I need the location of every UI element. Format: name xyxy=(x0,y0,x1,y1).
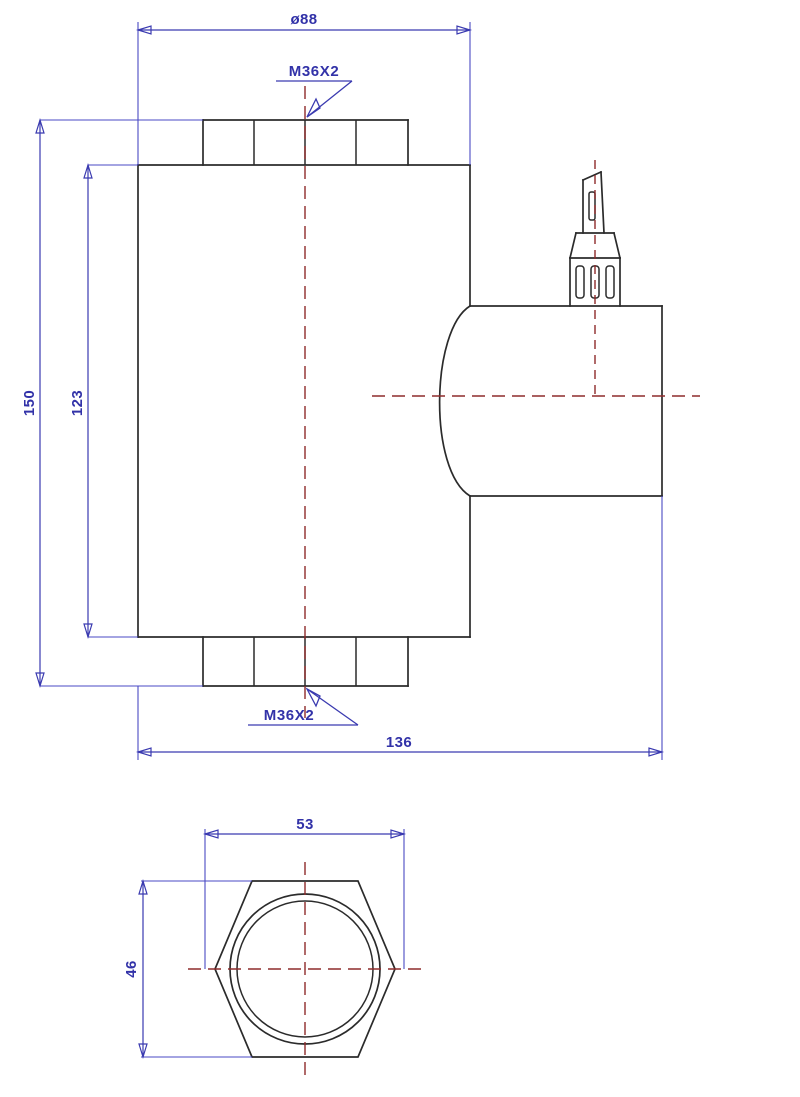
stem-right-edge xyxy=(600,171,605,234)
main-body-outline xyxy=(137,164,471,638)
taper-right-edge xyxy=(612,231,622,260)
dim-label-diameter-88: ø88 xyxy=(290,11,317,28)
bottom-hex-end-view: 53 46 xyxy=(123,816,422,1082)
dim-label-height-150: 150 xyxy=(21,390,38,416)
stem-slot xyxy=(588,191,596,221)
centerlines-front-view xyxy=(304,86,700,718)
dim136-arrow-right xyxy=(648,747,665,757)
dim-label-hex-width-53: 53 xyxy=(296,816,314,833)
dim88-arrow-right xyxy=(456,25,473,35)
taper-left-edge xyxy=(568,231,578,260)
valve-nipple-assembly xyxy=(568,170,622,307)
note-thread-bottom: M36X2 xyxy=(248,687,359,726)
dim-label-height-123: 123 xyxy=(69,390,86,416)
dim-label-hex-height-46: 46 xyxy=(123,960,140,978)
note-top-arrowhead xyxy=(306,97,321,118)
dim-diameter-88: ø88 xyxy=(135,11,473,165)
dim150-arrow-bottom xyxy=(35,672,45,689)
dim-width-136: 136 xyxy=(135,496,665,760)
dim46-arrow-top xyxy=(138,878,148,895)
dim-height-150: 150 xyxy=(21,117,203,689)
note-label-thread-top: M36X2 xyxy=(289,63,340,80)
dim53-arrow-right xyxy=(390,829,407,839)
note-bottom-arrowhead xyxy=(305,687,321,708)
dim-label-width-136: 136 xyxy=(386,734,412,751)
branch-fillet-arc xyxy=(438,304,472,498)
note-thread-top: M36X2 xyxy=(276,63,353,118)
front-section-view: ø88 150 123 xyxy=(21,11,700,760)
note-top-leader xyxy=(306,80,353,118)
collar-slot-1 xyxy=(575,265,585,299)
dim136-arrow-left xyxy=(135,747,152,757)
dim-height-123: 123 xyxy=(69,162,138,640)
dim53-arrow-left xyxy=(202,829,219,839)
dim123-arrow-bottom xyxy=(83,623,93,640)
collar-slot-3 xyxy=(605,265,615,299)
side-branch-outline xyxy=(438,304,663,498)
dim88-arrow-left xyxy=(135,25,152,35)
dim-hex-height-46: 46 xyxy=(123,878,252,1060)
stem-top-chamfer xyxy=(581,170,603,182)
dim150-arrow-top xyxy=(35,117,45,134)
dim-hex-width-53: 53 xyxy=(202,816,407,969)
dim123-arrow-top xyxy=(83,162,93,179)
note-label-thread-bottom: M36X2 xyxy=(264,707,315,724)
note-bottom-leader xyxy=(306,688,359,726)
dim46-arrow-bottom xyxy=(138,1043,148,1060)
